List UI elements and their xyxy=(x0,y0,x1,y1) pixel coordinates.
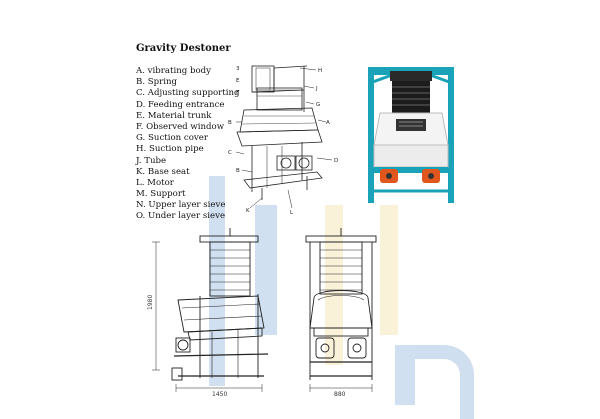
part-list-item: H. Suction pipe xyxy=(136,144,204,155)
part-list-item: N. Upper layer sieve xyxy=(136,200,226,211)
exploded-sketch: 3 H E F J G A B C B D K L xyxy=(228,65,338,216)
side-elevation-drawing: 1980 1450 xyxy=(147,228,269,398)
document-title: Gravity Destoner xyxy=(136,43,231,54)
sketch-label: B xyxy=(228,120,232,126)
sketch-label: 3 xyxy=(236,66,240,72)
side-width-dimension: 1450 xyxy=(212,391,227,398)
part-list-item: O. Under layer sieve xyxy=(136,211,226,222)
front-elevation-drawing: 880 xyxy=(305,228,377,398)
watermark-bar xyxy=(380,205,398,335)
watermark-bar xyxy=(325,205,343,365)
machine-photo xyxy=(362,63,460,205)
height-dimension: 1980 xyxy=(147,295,154,310)
sketch-label: L xyxy=(290,210,294,216)
front-width-dimension: 880 xyxy=(334,391,346,398)
watermark-bar xyxy=(255,205,277,335)
watermark-bar xyxy=(395,345,415,405)
sketch-label: F xyxy=(236,90,239,96)
sketch-label: K xyxy=(246,208,250,214)
sketch-label: B xyxy=(236,168,240,174)
part-list-item: L. Motor xyxy=(136,177,174,188)
sketch-label: G xyxy=(316,102,320,108)
part-list-item: E. Material trunk xyxy=(136,110,212,121)
sketch-label: H xyxy=(318,68,322,74)
part-list-item: J. Tube xyxy=(136,155,167,166)
sketch-label: E xyxy=(236,78,240,84)
watermark-bar xyxy=(209,176,225,386)
sketch-label: D xyxy=(334,158,338,164)
part-list-item: G. Suction cover xyxy=(136,133,208,144)
sketch-label: C xyxy=(228,150,232,156)
part-list-item: K. Base seat xyxy=(136,166,190,177)
watermark-arc xyxy=(415,345,474,419)
part-list-item: A. vibrating body xyxy=(136,66,212,76)
part-list-item: D. Feeding entrance xyxy=(136,99,225,110)
part-list-item: C. Adjusting supporting xyxy=(136,88,240,99)
part-list-item: B. Spring xyxy=(136,77,178,88)
sketch-label: A xyxy=(326,120,330,126)
part-list-item: F. Observed window xyxy=(136,121,225,132)
part-list-item: M. Support xyxy=(136,189,186,200)
sketch-label: J xyxy=(315,86,318,92)
